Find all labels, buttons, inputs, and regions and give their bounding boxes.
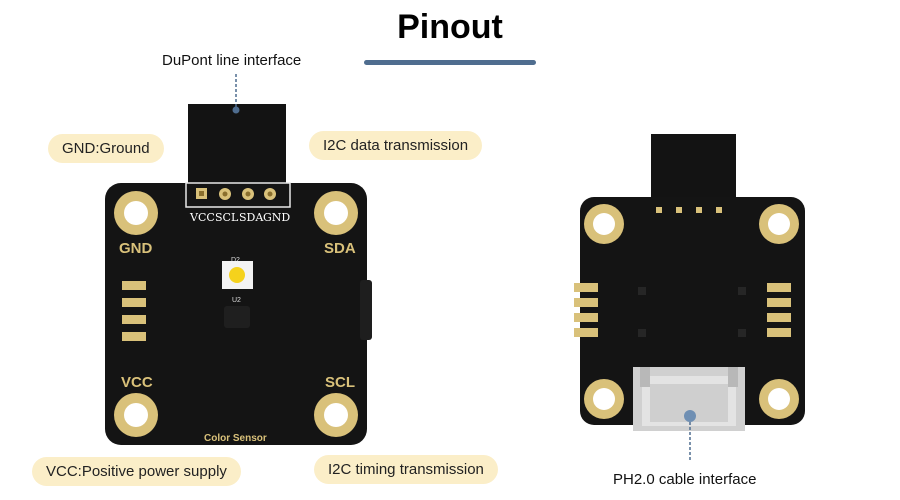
pin-label-sda: SDA	[239, 211, 264, 224]
i2c-timing-description: I2C timing transmission	[314, 455, 498, 484]
dupont-connector	[188, 104, 286, 196]
corner-label-vcc: VCC	[121, 374, 153, 391]
dupont-pointer-dot	[232, 106, 240, 114]
back-vias	[638, 287, 746, 337]
pin-label-gnd: GND	[263, 211, 290, 224]
back-edge-pads	[574, 283, 791, 337]
led-ref: D2	[231, 257, 240, 264]
page-title: Pinout	[397, 8, 503, 46]
ph20-pointer-dot	[684, 410, 696, 422]
sensor-chip	[224, 306, 250, 328]
gnd-description: GND:Ground	[48, 134, 164, 163]
back-header-pins	[656, 207, 722, 213]
i2c-data-description: I2C data transmission	[309, 131, 483, 160]
pin-label-vcc: VCC	[189, 211, 215, 224]
corner-label-gnd: GND	[119, 240, 153, 257]
corner-label-sda: SDA	[324, 240, 356, 257]
dupont-label: DuPont line interface	[162, 52, 302, 69]
header-pins	[196, 188, 276, 200]
led-emitter	[229, 267, 245, 283]
front-edge-pads	[122, 281, 146, 341]
ph20-label: PH2.0 cable interface	[613, 471, 757, 488]
front-side-tab	[360, 280, 372, 340]
vcc-description: VCC:Positive power supply	[32, 457, 241, 486]
back-mounting-holes	[584, 204, 799, 419]
ph20-connector	[633, 367, 745, 431]
front-mounting-holes	[114, 191, 358, 437]
corner-label-scl: SCL	[325, 374, 355, 391]
front-board: VCC SCL SDA GND GND SDA VCC SCL	[105, 74, 372, 445]
board-name: Color Sensor	[204, 433, 267, 444]
back-board	[574, 134, 805, 461]
pin-header-outline	[185, 182, 291, 208]
pin-label-scl: SCL	[215, 211, 239, 224]
chip-ref: U2	[232, 297, 241, 304]
back-connector-housing	[651, 134, 736, 206]
title-underline	[364, 60, 536, 65]
